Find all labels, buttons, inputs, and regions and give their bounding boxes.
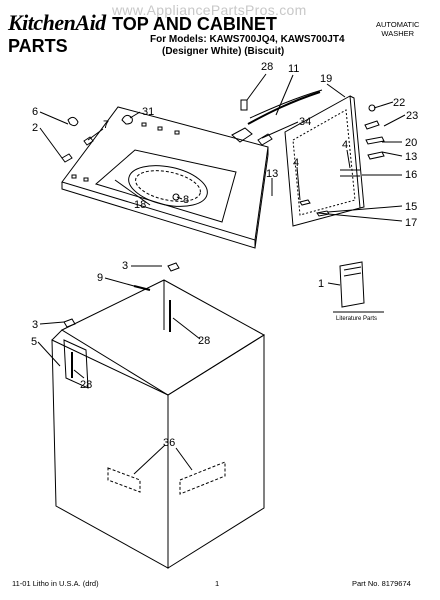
callout-11: 11 — [288, 63, 299, 75]
callout-labels: 28 11 19 22 23 6 31 7 2 34 20 13 4 4 13 … — [31, 61, 418, 449]
callout-8: 8 — [183, 194, 189, 206]
callout-3-lower: 3 — [32, 319, 38, 331]
callout-9: 9 — [97, 272, 103, 284]
tub-ring — [128, 165, 208, 207]
top-panel-front-edge — [61, 182, 256, 249]
callout-6: 6 — [32, 106, 38, 118]
lid-switch-actuator — [257, 133, 273, 146]
callout-20: 20 — [405, 137, 417, 149]
cabinet-front-panel — [51, 339, 169, 569]
cabinet-top-rim — [60, 279, 265, 396]
callout-5: 5 — [31, 336, 37, 348]
models-color-line: (Designer White) (Biscuit) — [162, 46, 285, 57]
hinge-bracket — [364, 120, 380, 130]
litho-note: 11-01 Litho in U.S.A. (drd) — [12, 579, 99, 588]
brand-logo: KitchenAid — [8, 10, 106, 35]
callout-17: 17 — [405, 217, 417, 229]
callout-1: 1 — [318, 278, 324, 290]
callout-34: 34 — [299, 116, 311, 128]
cabinet-side-panel — [167, 334, 265, 569]
hinge-pin — [365, 136, 385, 145]
top-panel-side-edge — [254, 154, 269, 249]
appliance-type-line2: WASHER — [381, 29, 415, 38]
callout-28-middle: 28 — [198, 335, 210, 347]
cabinet-pad — [107, 467, 141, 493]
corner-clip — [167, 262, 180, 272]
spring-clip — [121, 114, 133, 125]
literature-parts-label: Literature Parts — [336, 316, 377, 322]
callout-7: 7 — [103, 119, 109, 131]
part-number: Part No. 8179674 — [352, 579, 411, 588]
callout-4-upper: 4 — [342, 139, 348, 151]
lid-opening — [94, 149, 237, 223]
model-list: For Models: KAWS700JQ4, KAWS700JT4 (Desi… — [150, 34, 345, 58]
top-panel-screw — [172, 193, 180, 201]
hinge-clip — [67, 116, 79, 127]
callout-15: 15 — [405, 201, 417, 213]
lid-inner-panel — [292, 109, 356, 216]
cabinet-front-edge — [51, 329, 63, 341]
callout-28: 28 — [261, 61, 273, 73]
appliance-type: AUTOMATIC WASHER — [376, 20, 419, 38]
page-header: KitchenAid TOP AND CABINET PARTS — [8, 10, 338, 57]
callout-13-left: 13 — [266, 168, 278, 180]
callout-23: 23 — [406, 110, 418, 122]
wiring-harness — [247, 91, 321, 125]
callout-16: 16 — [405, 169, 417, 181]
watermark: www.AppliancePartsPros.com — [112, 2, 307, 18]
page-number: 1 — [215, 579, 220, 588]
front-bumper — [63, 339, 89, 389]
callout-18: 18 — [134, 199, 146, 211]
callout-3-upper: 3 — [122, 260, 128, 272]
lid-switch — [231, 127, 253, 143]
callout-19: 19 — [320, 73, 332, 85]
callout-22: 22 — [393, 97, 405, 109]
callout-28-lower: 28 — [80, 379, 92, 391]
callout-4-lower: 4 — [293, 157, 299, 169]
clip — [83, 136, 94, 146]
cabinet-screw — [133, 285, 151, 291]
appliance-type-line1: AUTOMATIC — [376, 20, 420, 29]
page-title: TOP AND CABINET PARTS — [8, 14, 277, 56]
callout-2: 2 — [32, 122, 38, 134]
literature-packet — [339, 261, 365, 308]
top-panel-hole — [141, 122, 147, 127]
callout-36: 36 — [163, 437, 175, 449]
models-line: For Models: KAWS700JQ4, KAWS700JT4 — [150, 34, 345, 45]
callout-13-right: 13 — [405, 151, 417, 163]
callout-31: 31 — [142, 106, 154, 118]
switch-screw — [240, 99, 248, 111]
